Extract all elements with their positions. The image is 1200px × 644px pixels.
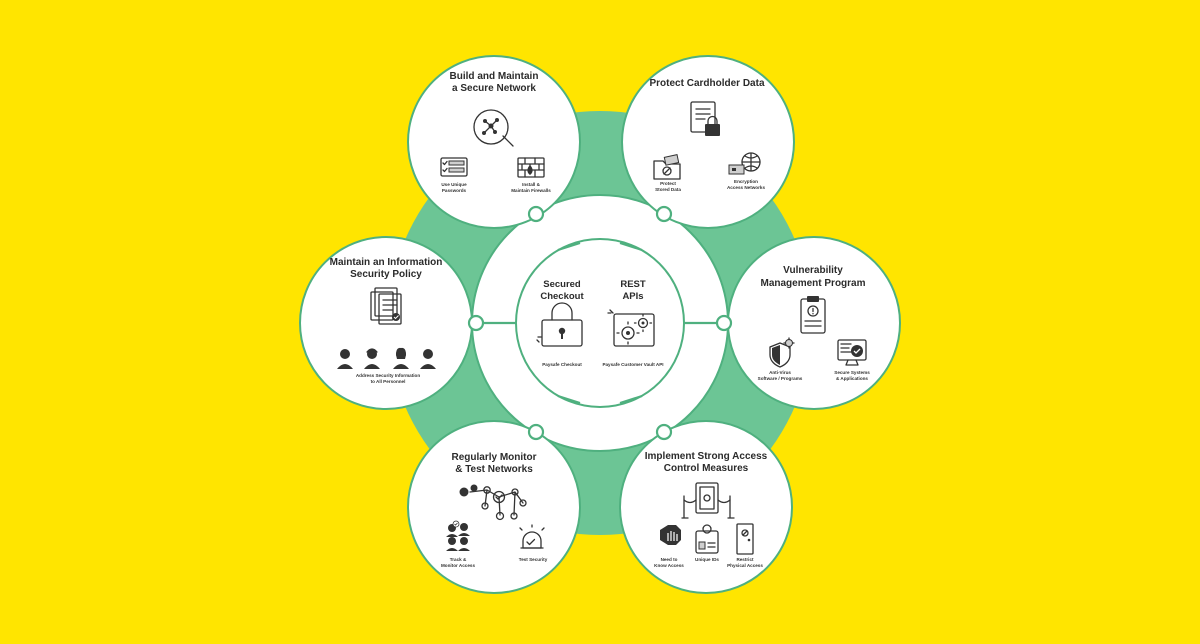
node-access-title-2: Control Measures [664, 463, 749, 474]
vulnerability-item-2-line1: Secure Systems [834, 370, 870, 375]
stop-hand-icon [660, 525, 681, 545]
firewall-icon [517, 157, 545, 178]
monitor-item-1-line1: Track & [450, 557, 467, 562]
center-checkout: Secured Checkout Paysafe Checkout [536, 279, 584, 367]
network-magnifier-icon [473, 109, 514, 147]
access-item-3-line2: Physical Access [727, 563, 763, 568]
node-vulnerability: Vulnerability Management Program Anti-Vi… [758, 265, 871, 381]
center-apis-title-1: REST [620, 279, 646, 290]
cardholder-item-1-line2: Stored Data [655, 187, 681, 192]
node-network-circle [407, 55, 581, 229]
center-apis: REST APIs Paysafe Customer Vault API [602, 279, 663, 367]
node-policy-title-1: Maintain an Information [330, 257, 443, 268]
node-monitor-circle [407, 420, 581, 594]
node-network-title-2: a Secure Network [452, 83, 536, 94]
access-item-3-line1: Restrict [736, 557, 754, 562]
node-access-circle [619, 420, 793, 594]
shield-virus-icon [769, 337, 795, 368]
node-policy: Maintain an Information Security Policy [330, 257, 443, 384]
center-apis-label: Paysafe Customer Vault API [602, 362, 663, 367]
person-1 [337, 349, 353, 369]
clipboard-alert-icon [800, 296, 826, 334]
network-item-1-line1: Use Unique [441, 182, 467, 187]
network-item-1-line2: Passwords [442, 188, 467, 193]
password-form-icon [440, 157, 468, 177]
junction-dots [467, 205, 733, 441]
monitor-item-1-line2: Monitor Access [441, 563, 475, 568]
node-vulnerability-title-1: Vulnerability [783, 265, 843, 276]
cardholder-item-2-line2: Access Networks [727, 185, 765, 190]
node-network: Build and Maintain a Secure Network Use … [440, 71, 551, 193]
node-network-title-1: Build and Maintain [450, 71, 539, 82]
person-3 [393, 347, 409, 369]
personnel-icon [337, 347, 436, 369]
monitor-item-2-line1: Test Security [519, 557, 548, 562]
access-item-1-line1: Need to [661, 557, 678, 562]
vault-door-icon [681, 482, 735, 519]
node-vulnerability-circle [727, 236, 901, 410]
globe-card-icon [728, 152, 761, 175]
folder-card-icon [653, 154, 681, 180]
node-vulnerability-title-2: Management Program [760, 278, 865, 289]
person-2 [364, 348, 380, 369]
door-icon [736, 523, 754, 555]
node-access-title-1: Implement Strong Access [645, 451, 768, 462]
policy-documents-icon [370, 287, 402, 325]
locked-document-icon [690, 101, 720, 136]
cardholder-item-1-line1: Protect [660, 181, 676, 186]
network-item-2-line1: Install & [522, 182, 541, 187]
center-checkout-title-1: Secured [543, 279, 581, 290]
node-cardholder-circle [621, 55, 795, 229]
alarm-bell-icon [519, 524, 545, 549]
id-badge-icon [695, 524, 719, 554]
network-check-icon [459, 484, 527, 521]
policy-item-1-line1: Address Security Information [356, 373, 421, 378]
vulnerability-item-1-line1: Anti-Virus [769, 370, 791, 375]
node-monitor: Regularly Monitor & Test Networks Track … [441, 452, 548, 568]
secure-monitor-icon [837, 339, 867, 366]
people-check-icon [446, 520, 470, 551]
policy-item-1-line2: to All Personnel [371, 379, 406, 384]
vulnerability-item-2-line2: & Applications [836, 376, 868, 381]
node-policy-title-2: Security Policy [350, 269, 422, 280]
network-item-2-line2: Maintain Firewalls [511, 188, 551, 193]
node-circles [299, 55, 901, 594]
node-access: Implement Strong Access Control Measures… [645, 451, 768, 568]
inner-hub [515, 238, 685, 408]
node-cardholder: Protect Cardholder Data Protect Stored D… [649, 78, 765, 192]
padlock-card-icon [536, 302, 583, 347]
cardholder-item-2-line1: Encryption [734, 179, 758, 184]
center-checkout-title-2: Checkout [540, 291, 584, 302]
person-4 [420, 349, 436, 369]
node-monitor-title-2: & Test Networks [455, 464, 533, 475]
node-monitor-title-1: Regularly Monitor [451, 452, 536, 463]
center-apis-title-2: APIs [622, 291, 643, 302]
gears-icon [607, 309, 655, 347]
access-item-2-line1: Unique IDs [695, 557, 719, 562]
vulnerability-item-1-line2: Software / Programs [758, 376, 803, 381]
access-item-1-line2: Know Access [654, 563, 684, 568]
node-cardholder-title-1: Protect Cardholder Data [649, 78, 764, 89]
center-checkout-label: Paysafe Checkout [542, 362, 582, 367]
